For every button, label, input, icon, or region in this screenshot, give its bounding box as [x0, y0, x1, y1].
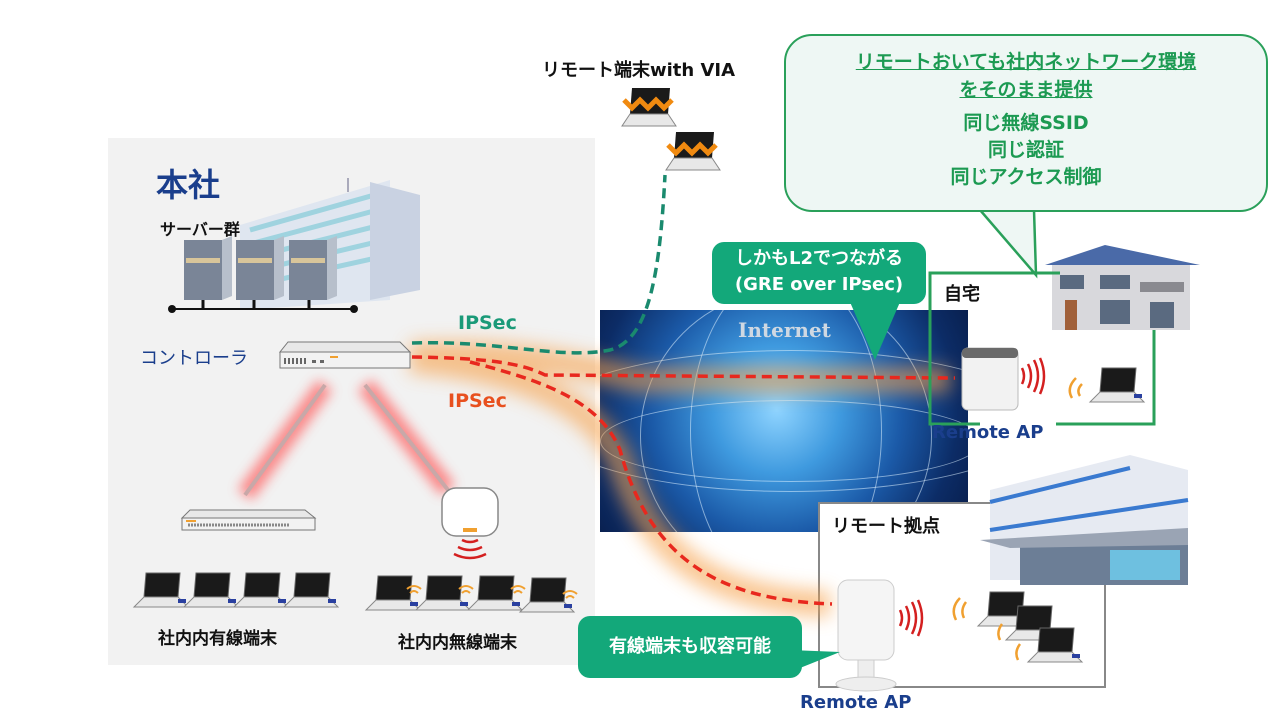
wired-callout: 有線端末も収容可能: [578, 616, 802, 678]
internet-label: Internet: [738, 318, 831, 342]
via-ipsec-label: IPSec: [458, 312, 517, 334]
campus-ap-icon: [441, 487, 499, 560]
main-callout-tail: [977, 208, 1038, 279]
hq-wired-links: [237, 379, 456, 501]
l2-callout-line1: しかもL2でつながる: [735, 248, 903, 269]
laptop-icon: [365, 575, 421, 611]
switch-icon: [180, 509, 317, 531]
via-laptop-icon: [665, 132, 721, 171]
server-group-icon: [168, 236, 358, 313]
home-remote-ap-label: Remote AP: [932, 422, 1044, 443]
main-callout-heading-line1: リモートおいても社内ネットワーク環境: [855, 51, 1197, 73]
hq-title: 本社: [156, 166, 221, 204]
house-icon: [1045, 245, 1200, 330]
laptop-icon: [183, 572, 239, 608]
home-label: 自宅: [944, 284, 980, 305]
laptop-icon: [233, 572, 289, 608]
branch-rap-ipsec-tunnel: [469, 360, 833, 606]
laptop-icon: [133, 572, 189, 608]
wireless-clients-label: 社内内無線端末: [398, 633, 517, 653]
branch-label: リモート拠点: [832, 516, 940, 537]
laptop-icon: [519, 577, 575, 613]
home-rap-ipsec-tunnel: [411, 355, 956, 380]
via-label: リモート端末with VIA: [542, 60, 736, 81]
l2-callout-tail: [850, 302, 900, 360]
main-callout: リモートおいても社内ネットワーク環境 をそのまま提供 同じ無線SSID 同じ認証…: [784, 34, 1268, 212]
home-lan-line: [1056, 330, 1156, 426]
server-group-label: サーバー群: [160, 220, 240, 239]
main-callout-heading-line2: をそのまま提供: [959, 79, 1093, 101]
branch-building-icon: [980, 455, 1189, 585]
branch-clients-group: [952, 591, 1083, 663]
l2-callout-line2: (GRE over IPsec): [734, 274, 904, 295]
main-callout-item: 同じ無線SSID: [963, 112, 1089, 134]
controller-label: コントローラ: [140, 348, 248, 369]
controller-icon: [278, 341, 412, 369]
internet-globe: [600, 310, 968, 532]
laptop-icon: [283, 572, 339, 608]
home-laptop-icon: [1068, 367, 1145, 403]
wired-clients-label: 社内内有線端末: [158, 629, 277, 649]
branch-remote-ap-label: Remote AP: [800, 692, 912, 713]
laptop-icon: [467, 575, 523, 611]
home-lan-line: [928, 271, 1060, 426]
main-callout-item: 同じ認証: [987, 139, 1064, 161]
wireless-clients-group: [365, 575, 578, 613]
laptop-icon: [415, 575, 471, 611]
home-remote-ap-icon: [961, 347, 1046, 411]
wired-callout-tail: [790, 650, 840, 668]
l2-callout: しかもL2でつながる (GRE over IPsec): [712, 242, 926, 304]
via-ipsec-tunnel: [411, 174, 667, 355]
rap-ipsec-label: IPSec: [448, 390, 507, 412]
branch-remote-ap-icon: [835, 579, 924, 692]
wired-clients-group: [133, 572, 339, 608]
via-laptop-icon: [621, 88, 677, 127]
main-callout-item: 同じアクセス制御: [950, 166, 1102, 188]
